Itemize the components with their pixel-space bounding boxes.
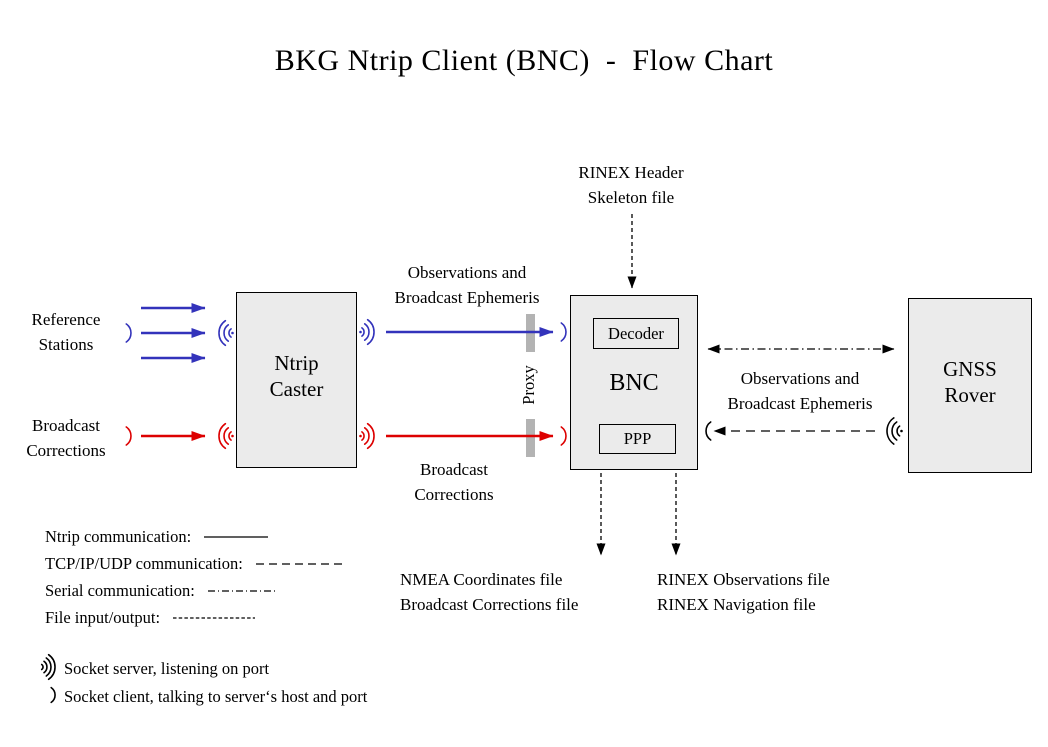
legend-label-serial: Serial communication: <box>45 581 195 600</box>
observations-stream-line <box>386 322 567 342</box>
gnss-rover-box: GNSS Rover <box>908 298 1032 473</box>
gnss-rover-label: GNSS Rover <box>943 357 997 407</box>
legend-label-tcpip: TCP/IP/UDP communication: <box>45 554 243 573</box>
legend-label-ntrip: Ntrip communication: <box>45 527 192 546</box>
legend-item-tcpip: TCP/IP/UDP communication: <box>45 553 346 575</box>
legend-line-fine-dashed <box>173 617 256 619</box>
nmea-output-files-label: NMEA Coordinates file Broadcast Correcti… <box>400 570 579 614</box>
legend-item-file-io: File input/output: <box>45 607 257 629</box>
legend-line-dash-dot <box>207 590 276 592</box>
broadcast-corrections-mid-label: Broadcast Corrections <box>414 460 494 504</box>
ntrip-caster-box: Ntrip Caster <box>236 292 357 468</box>
socket-client-legend-icon <box>50 686 56 704</box>
legend-item-ntrip: Ntrip communication: <box>45 526 270 548</box>
legend-line-dashed <box>255 563 344 565</box>
socket-client-icon-blue-left <box>125 323 132 343</box>
socket-server-icon-red-caster-out <box>359 422 375 450</box>
socket-client-icon-red-left <box>125 426 132 446</box>
page-title: BKG Ntrip Client (BNC) - Flow Chart <box>274 44 774 77</box>
broadcast-corrections-input-label: Broadcast Corrections <box>26 416 106 460</box>
rinex-output-files-label: RINEX Observations file RINEX Navigation… <box>657 570 830 614</box>
socket-server-icon-red-caster-in <box>218 422 234 450</box>
bnc-label: BNC <box>609 370 659 396</box>
ntrip-caster-label: Ntrip Caster <box>269 351 324 401</box>
socket-client-legend-label: Socket client, talking to server‘s host … <box>64 687 368 706</box>
reference-stations-label: Reference Stations <box>31 310 101 354</box>
ppp-box: PPP <box>599 424 676 454</box>
socket-server-icon-rover <box>886 417 903 445</box>
observations-ephemeris-caster-bnc-label: Observations and Broadcast Ephemeris <box>394 263 540 307</box>
reference-station-arrows <box>141 303 206 363</box>
decoder-box: Decoder <box>593 318 679 349</box>
bnc-box: Decoder BNC PPP <box>570 295 698 470</box>
proxy-bar-bottom <box>526 419 535 457</box>
decoder-label: Decoder <box>608 323 664 343</box>
ppp-label: PPP <box>623 429 652 448</box>
corrections-stream-line <box>386 426 567 446</box>
legend-line-solid <box>204 536 269 538</box>
rinex-header-skeleton-label: RINEX Header Skeleton file <box>578 163 684 207</box>
udp-link-arrow <box>705 421 875 441</box>
observations-ephemeris-bnc-rover-label: Observations and Broadcast Ephemeris <box>727 369 873 413</box>
socket-server-icon-blue-caster-in <box>218 319 234 347</box>
socket-server-legend-icon <box>40 653 56 681</box>
legend-label-file-io: File input/output: <box>45 608 161 627</box>
socket-server-legend-label: Socket server, listening on port <box>64 659 270 678</box>
socket-client-icon-bnc-right <box>705 421 712 441</box>
legend-item-serial: Serial communication: <box>45 580 278 602</box>
socket-server-icon-blue-caster-out <box>359 318 375 346</box>
